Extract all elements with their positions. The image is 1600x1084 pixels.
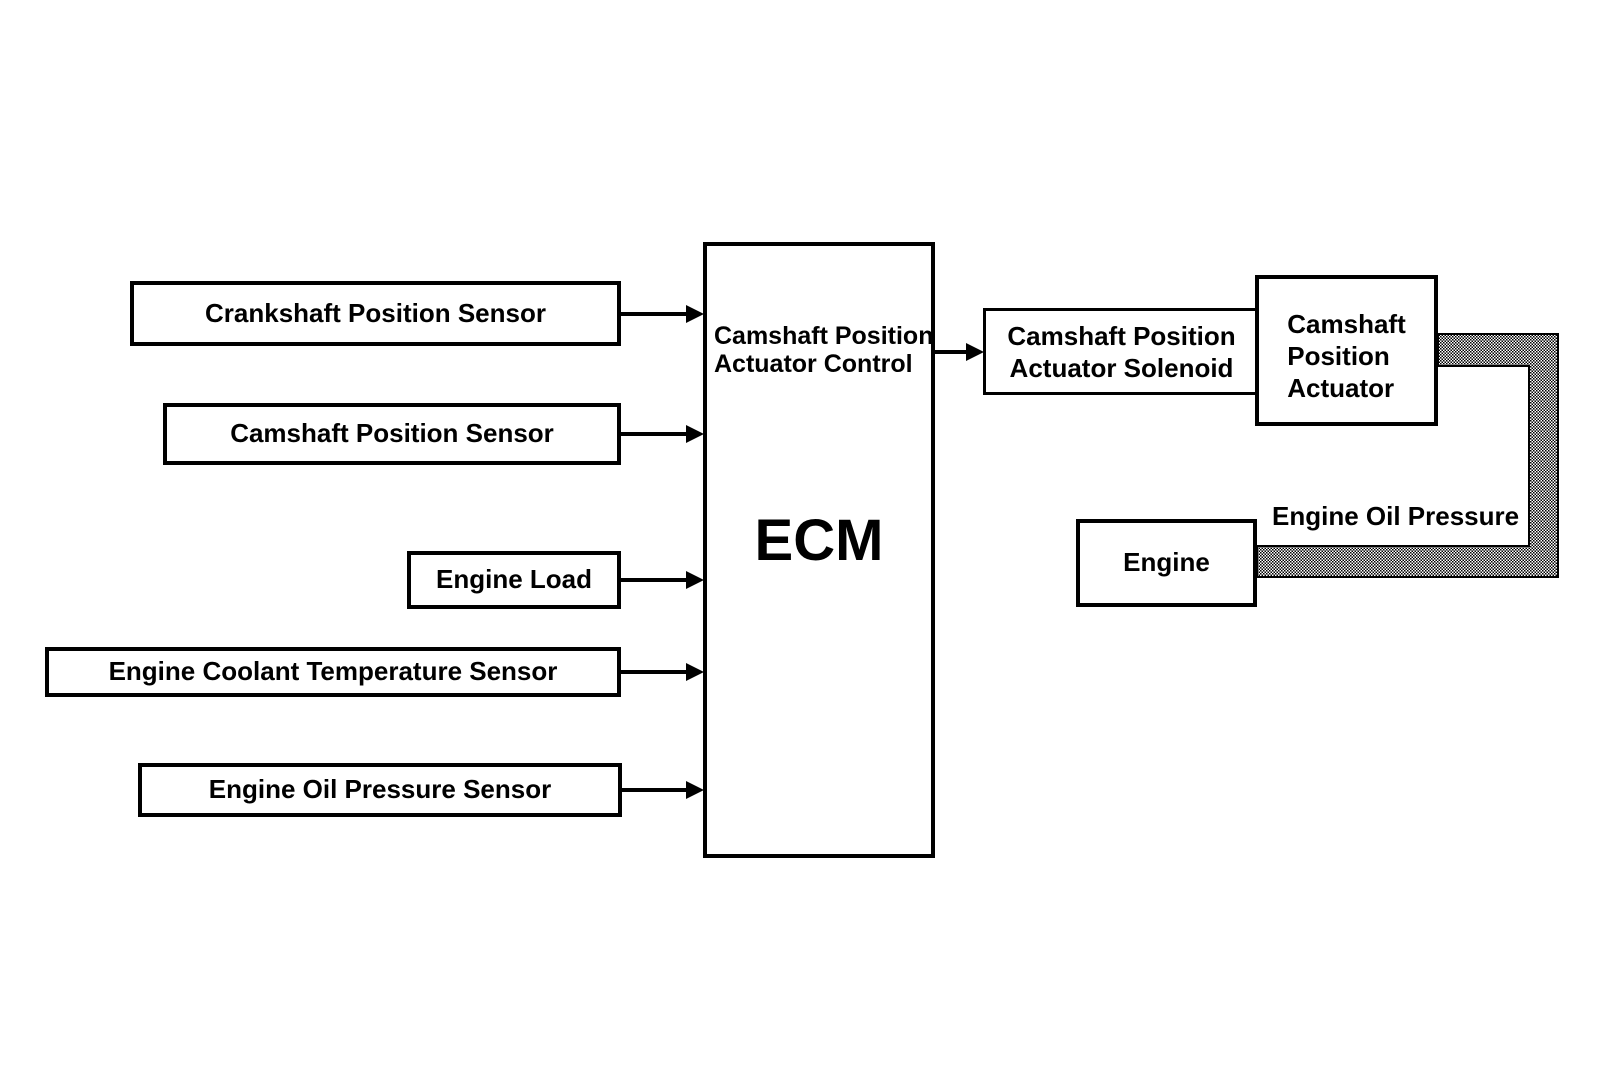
box-engine-load: Engine Load bbox=[407, 551, 621, 609]
box-camshaft-position-sensor: Camshaft Position Sensor bbox=[163, 403, 621, 465]
solenoid-label: Camshaft Position Actuator Solenoid bbox=[1007, 320, 1235, 384]
box-engine-coolant-temperature-sensor: Engine Coolant Temperature Sensor bbox=[45, 647, 621, 697]
box-label: Engine Coolant Temperature Sensor bbox=[108, 656, 558, 687]
arrow-coolant-sensor-to-ecm bbox=[619, 663, 704, 681]
box-label: Engine Load bbox=[436, 564, 592, 595]
arrow-engine-load-to-ecm bbox=[619, 571, 704, 589]
box-engine-oil-pressure-sensor: Engine Oil Pressure Sensor bbox=[138, 763, 622, 817]
ecm-control-label-line1: Camshaft Position bbox=[714, 322, 934, 350]
actuator-label-line2: Position bbox=[1287, 340, 1390, 371]
box-camshaft-position-actuator-solenoid: Camshaft Position Actuator Solenoid bbox=[983, 308, 1260, 395]
actuator-label-line3: Actuator bbox=[1287, 372, 1395, 403]
box-crankshaft-position-sensor: Crankshaft Position Sensor bbox=[130, 281, 621, 346]
box-label: Engine bbox=[1123, 547, 1210, 578]
box-camshaft-position-actuator: Camshaft Position Actuator bbox=[1255, 275, 1438, 426]
arrow-oil-pressure-sensor-to-ecm bbox=[620, 781, 704, 799]
solenoid-label-line2: Actuator Solenoid bbox=[1009, 352, 1234, 383]
ecm-control-label-line2: Actuator Control bbox=[714, 350, 913, 378]
actuator-label: Camshaft Position Actuator bbox=[1287, 308, 1405, 404]
arrow-camshaft-sensor-to-ecm bbox=[619, 425, 704, 443]
ecm-control-label: Camshaft Position Actuator Control bbox=[714, 322, 933, 378]
engine-oil-pressure-path bbox=[1256, 333, 1559, 578]
box-label: Camshaft Position Sensor bbox=[230, 418, 554, 449]
solenoid-label-line1: Camshaft Position bbox=[1007, 320, 1236, 351]
box-label: Engine Oil Pressure Sensor bbox=[208, 774, 552, 805]
arrow-ecm-to-solenoid bbox=[933, 343, 984, 361]
arrow-crankshaft-sensor-to-ecm bbox=[619, 305, 704, 323]
box-engine: Engine bbox=[1076, 519, 1257, 607]
actuator-label-line1: Camshaft bbox=[1287, 308, 1406, 339]
box-label: Crankshaft Position Sensor bbox=[205, 297, 546, 328]
box-ecm: Camshaft Position Actuator Control ECM bbox=[703, 242, 935, 858]
engine-oil-pressure-label: Engine Oil Pressure bbox=[1272, 501, 1520, 531]
ecm-title: ECM bbox=[754, 508, 884, 573]
